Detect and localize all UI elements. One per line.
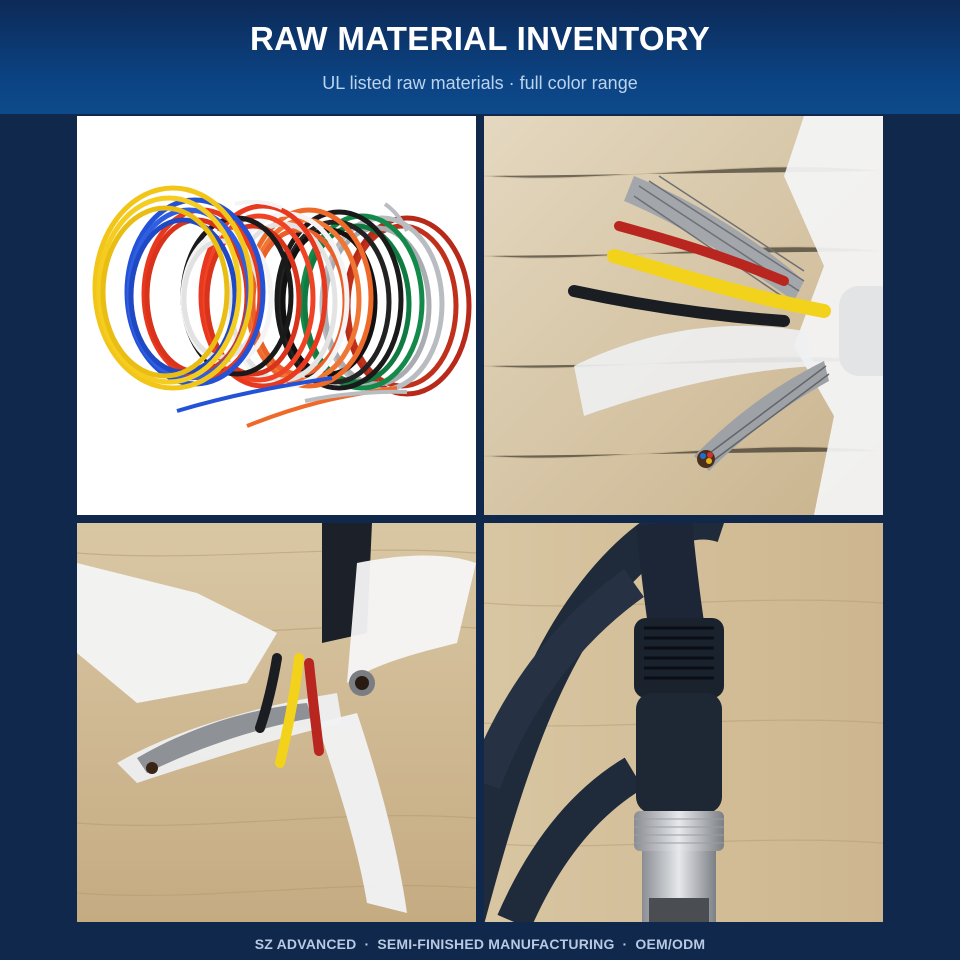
stripped-shielded-cable-photo (484, 116, 883, 515)
cable-cores-icon (77, 523, 476, 922)
footer-service: SEMI-FINISHED MANUFACTURING (377, 936, 615, 952)
footer-oem: OEM/ODM (635, 936, 706, 952)
header-banner: RAW MATERIAL INVENTORY UL listed raw mat… (0, 0, 960, 114)
wire-coils-icon (77, 116, 476, 515)
shielded-cable-icon (484, 116, 883, 515)
footer-brand: SZ ADVANCED (254, 936, 357, 952)
cable-cores-and-braid-photo (77, 523, 476, 922)
footer-separator: · (364, 936, 370, 952)
circular-connector-cable-photo (484, 523, 883, 922)
page-subtitle: UL listed raw materials · full color ran… (322, 73, 638, 93)
page-title: RAW MATERIAL INVENTORY (249, 20, 711, 57)
footer-tagline: SZ ADVANCED · SEMI-FINISHED MANUFACTURING ·… (0, 936, 960, 952)
connector-cable-icon (484, 523, 883, 922)
colored-wire-coils-photo (77, 116, 476, 515)
footer-separator: · (622, 936, 628, 952)
